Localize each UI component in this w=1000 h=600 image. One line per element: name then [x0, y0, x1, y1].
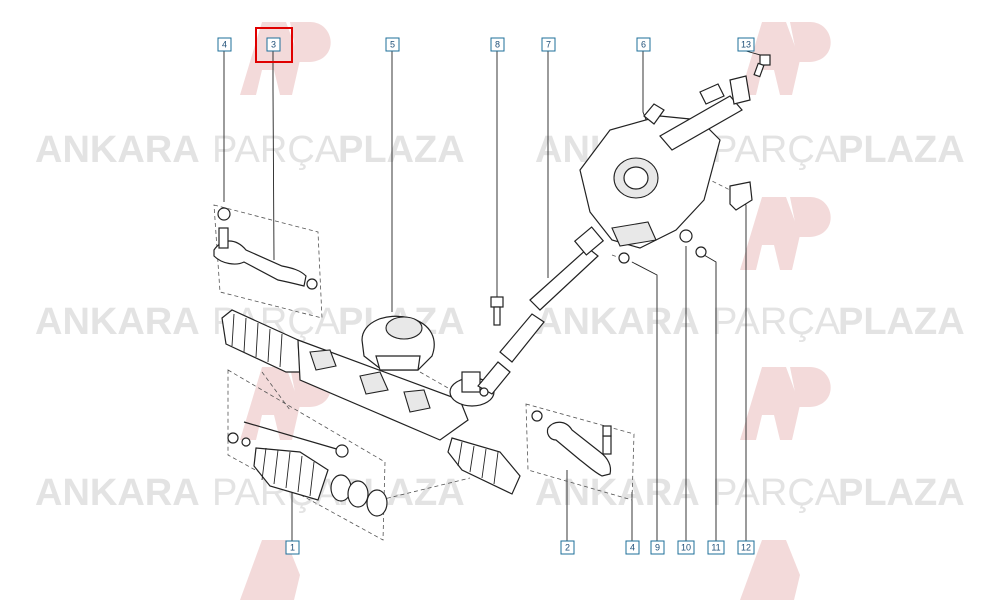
svg-text:PLAZA: PLAZA — [838, 472, 965, 514]
svg-text:ANKARA: ANKARA — [35, 129, 200, 171]
svg-text:2: 2 — [565, 543, 570, 553]
inner-tie-rod-kit — [227, 421, 388, 517]
column-bolt — [753, 54, 771, 78]
svg-text:9: 9 — [655, 543, 660, 553]
svg-text:11: 11 — [711, 543, 720, 553]
callout-5[interactable]: 5 — [385, 37, 400, 52]
svg-text:6: 6 — [641, 40, 646, 50]
callout-3[interactable]: 3 — [255, 27, 293, 63]
steering-column — [579, 75, 751, 249]
leader-lines — [223, 50, 765, 541]
svg-text:PARÇA: PARÇA — [712, 472, 841, 514]
svg-text:PLAZA: PLAZA — [338, 129, 465, 171]
svg-text:ANKARA: ANKARA — [535, 472, 700, 514]
watermark-logo — [740, 197, 831, 270]
watermark-row-1: ANKARA PARÇA PLAZA ANKARA PARÇA PLAZA — [35, 129, 965, 171]
callout-1[interactable]: 1 — [285, 540, 300, 555]
svg-text:ANKARA: ANKARA — [35, 301, 200, 343]
watermark-logo — [740, 367, 831, 440]
svg-text:5: 5 — [390, 40, 395, 50]
callout-9[interactable]: 9 — [650, 540, 665, 555]
right-tie-rod-end — [531, 410, 612, 477]
assembly-guides — [213, 174, 731, 541]
callout-13[interactable]: 13 — [737, 37, 755, 52]
callout-7[interactable]: 7 — [541, 37, 556, 52]
svg-text:ANKARA: ANKARA — [35, 472, 200, 514]
electric-motor-cover — [361, 315, 435, 371]
watermark-row-2: ANKARA PARÇA PLAZA ANKARA PARÇA PLAZA — [35, 301, 965, 343]
watermark-logo — [240, 540, 800, 600]
callout-12[interactable]: 12 — [737, 540, 755, 555]
svg-text:12: 12 — [741, 543, 751, 553]
watermark-logo — [240, 22, 331, 95]
callouts: 4 3 5 8 7 6 13 1 — [217, 27, 755, 555]
callout-11[interactable]: 11 — [707, 540, 725, 555]
svg-text:PARÇA: PARÇA — [212, 129, 341, 171]
svg-text:1: 1 — [290, 543, 295, 553]
callout-4-bottom[interactable]: 4 — [625, 540, 640, 555]
steering-rack-housing — [297, 339, 495, 441]
callout-4-top[interactable]: 4 — [217, 37, 232, 52]
watermark-logo — [740, 22, 831, 95]
bolt — [490, 296, 504, 326]
highlight-frame — [255, 27, 293, 63]
svg-text:4: 4 — [630, 543, 635, 553]
svg-text:PLAZA: PLAZA — [838, 301, 965, 343]
svg-text:PLAZA: PLAZA — [838, 129, 965, 171]
svg-text:7: 7 — [546, 40, 551, 50]
svg-text:8: 8 — [495, 40, 500, 50]
small-fasteners — [618, 181, 753, 264]
callout-2[interactable]: 2 — [560, 540, 575, 555]
right-rack-boot — [447, 437, 521, 495]
svg-text:PARÇA: PARÇA — [712, 129, 841, 171]
svg-text:10: 10 — [681, 543, 691, 553]
svg-text:3: 3 — [271, 40, 276, 50]
intermediate-shaft — [477, 226, 605, 397]
left-tie-rod-end — [213, 207, 318, 290]
callout-8[interactable]: 8 — [490, 37, 505, 52]
svg-text:PARÇA: PARÇA — [712, 301, 841, 343]
svg-text:13: 13 — [741, 40, 751, 50]
svg-text:ANKARA: ANKARA — [535, 301, 700, 343]
svg-text:4: 4 — [222, 40, 227, 50]
callout-10[interactable]: 10 — [677, 540, 695, 555]
callout-6[interactable]: 6 — [636, 37, 651, 52]
